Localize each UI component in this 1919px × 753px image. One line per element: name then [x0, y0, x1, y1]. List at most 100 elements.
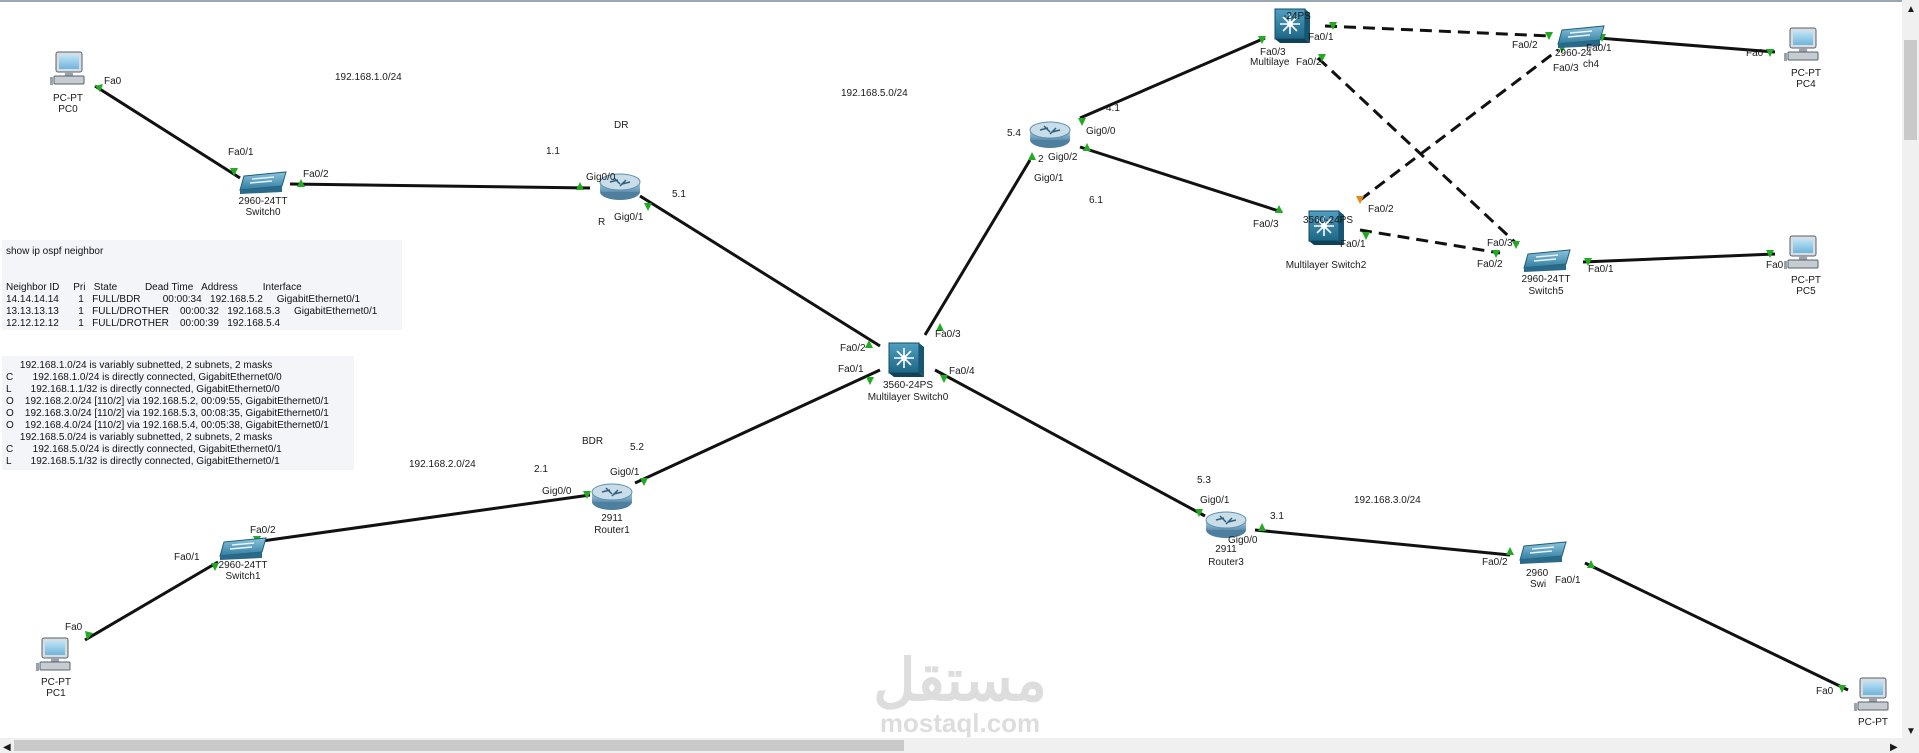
- port-label: Fa0/2: [1477, 259, 1503, 270]
- mls0-name: Multilayer Switch0: [868, 392, 949, 403]
- cable-switch1-pc1[interactable]: [84, 560, 219, 642]
- port-label: Fa0/3: [1253, 219, 1279, 230]
- switch5-name: Switch5: [1528, 286, 1563, 297]
- ospf-row: 12.12.12.12 1 FULL/DROTHER 00:00:39 192.…: [6, 318, 280, 329]
- network-label: 192.168.2.0/24: [409, 459, 476, 470]
- switch1-model: 2960-24TT: [219, 560, 268, 571]
- pc5-name: PC5: [1796, 286, 1816, 297]
- horizontal-scroll-thumb[interactable]: [14, 740, 904, 751]
- device-pc5[interactable]: PC-PT PC5: [1783, 235, 1821, 297]
- port-labels: Fa0 Fa0/1 Fa0/2 Gig0/0 Gig0/1 Fa0/2 Fa0/…: [65, 32, 1834, 697]
- cable-mls0-router3[interactable]: [934, 368, 1206, 518]
- switch5-model: 2960-24TT: [1522, 274, 1571, 285]
- cable-router2-mls1[interactable]: [1079, 36, 1266, 120]
- cable-mls0-router2[interactable]: [923, 159, 1032, 336]
- pc1-name: PC1: [46, 688, 66, 699]
- pc4-type: PC-PT: [1791, 68, 1821, 79]
- port-label: Gig0/1: [1200, 495, 1230, 506]
- cable-router2-mls2[interactable]: [1079, 145, 1283, 214]
- device-router2[interactable]: 2: [1029, 121, 1071, 165]
- route-line: C 192.168.1.0/24 is directly connected, …: [6, 372, 282, 383]
- pc5-type: PC-PT: [1791, 275, 1821, 286]
- device-pc0[interactable]: PC-PT PC0: [49, 51, 85, 115]
- scroll-left-arrow-icon[interactable]: ◀: [3, 742, 11, 753]
- device-router3[interactable]: 2911 Router3: [1205, 511, 1247, 568]
- cable-switch4-pc4[interactable]: [1597, 36, 1776, 54]
- router3-model: 2911: [1215, 544, 1237, 555]
- port-label: Fa0/1: [174, 552, 200, 563]
- device-router0[interactable]: R: [598, 173, 641, 228]
- cable-mls1-switch5[interactable]: [1316, 56, 1520, 247]
- port-label: Gig0/2: [1048, 152, 1078, 163]
- port-label: Fa0/1: [1340, 239, 1366, 250]
- ip-note: 4.1: [1106, 103, 1120, 114]
- mls2-name: Multilayer Switch2: [1286, 260, 1367, 271]
- cable-mls0-router1[interactable]: [634, 368, 881, 485]
- route-line: L 192.168.5.1/32 is directly connected, …: [6, 456, 280, 467]
- port-label: Fa0/2: [303, 169, 329, 180]
- bdr-label: BDR: [582, 436, 603, 447]
- port-label: Gig0/0: [1228, 535, 1258, 546]
- watermark-latin: mostaql.com: [880, 708, 1040, 738]
- cable-mls2-switch5[interactable]: [1359, 228, 1501, 255]
- ip-note: 6.1: [1089, 195, 1103, 206]
- route-line: L 192.168.1.1/32 is directly connected, …: [6, 384, 280, 395]
- scroll-right-arrow-icon[interactable]: ▶: [1890, 742, 1898, 753]
- port-light-orange: [1356, 196, 1364, 204]
- switch4-model: 2960-24: [1555, 48, 1592, 59]
- port-label: Fa0/4: [949, 366, 975, 377]
- trunk-cables: [1316, 24, 1559, 255]
- port-label: Gig0/0: [542, 486, 572, 497]
- pc4-name: PC4: [1796, 79, 1816, 90]
- vertical-scroll-thumb[interactable]: [1904, 40, 1917, 140]
- switch1-name: Switch1: [225, 571, 260, 582]
- mls2-model: 3560-24PS: [1303, 215, 1353, 226]
- port-label: Fa0/2: [1368, 204, 1394, 215]
- port-label: Fa0/1: [228, 147, 254, 158]
- device-mls0[interactable]: 3560-24PS Multilayer Switch0: [868, 342, 949, 403]
- route-line: O 192.168.4.0/24 [110/2] via 192.168.5.4…: [6, 420, 329, 431]
- device-pc6[interactable]: PC-PT: [1853, 677, 1889, 728]
- cable-router3-switch3[interactable]: [1254, 528, 1511, 557]
- cables: [84, 36, 1849, 692]
- cable-switch5-pc5[interactable]: [1582, 252, 1776, 264]
- ospf-row: 14.14.14.14 1 FULL/BDR 00:00:34 192.168.…: [6, 294, 361, 305]
- cable-router1-switch1[interactable]: [254, 493, 591, 544]
- cable-mls2-switch4[interactable]: [1359, 48, 1559, 202]
- port-label: Fa0/1: [1586, 43, 1612, 54]
- port-label: Fa0/1: [1588, 264, 1614, 275]
- scroll-down-arrow-icon[interactable]: ▼: [1906, 726, 1916, 737]
- device-switch3[interactable]: 2960 Swi: [1519, 541, 1567, 590]
- port-label: Fa0: [1746, 48, 1764, 59]
- device-mls2[interactable]: 3560-24PS Multilayer Switch2: [1286, 210, 1367, 271]
- router1-model: 2911: [601, 513, 623, 524]
- vertical-scrollbar[interactable]: ▲ ▼: [1902, 0, 1919, 738]
- ip-note: 2.1: [534, 464, 548, 475]
- device-router1[interactable]: 2911 Router1: [591, 483, 633, 536]
- pc1-type: PC-PT: [41, 677, 71, 688]
- cable-router0-mls0[interactable]: [639, 194, 881, 348]
- route-line: 192.168.1.0/24 is variably subnetted, 2 …: [6, 360, 272, 371]
- ospf-neighbor-panel: show ip ospf neighbor Neighbor ID Pri St…: [2, 240, 402, 330]
- horizontal-scrollbar[interactable]: ◀ ▶: [0, 738, 1919, 753]
- cable-pc0-switch0[interactable]: [94, 84, 241, 180]
- device-switch0[interactable]: 2960-24TT Switch0: [239, 171, 288, 218]
- device-switch5[interactable]: 2960-24TT Switch5: [1522, 249, 1571, 297]
- network-label: 192.168.1.0/24: [335, 72, 402, 83]
- switch3-name: Swi: [1530, 579, 1546, 590]
- port-label: Fa0/2: [1296, 57, 1322, 68]
- device-switch1[interactable]: 2960-24TT Switch1: [219, 537, 268, 582]
- dr-label: DR: [614, 120, 628, 131]
- device-pc4[interactable]: PC-PT PC4: [1783, 27, 1821, 90]
- device-switch4[interactable]: 2960-24 ch4: [1555, 25, 1605, 70]
- ip-note: 5.4: [1007, 128, 1021, 139]
- cable-switch3-pc6[interactable]: [1584, 561, 1849, 692]
- device-mls1[interactable]: -24PS Multilaye: [1250, 8, 1311, 68]
- port-label: Fa0/1: [1308, 32, 1334, 43]
- scroll-up-arrow-icon[interactable]: ▲: [1906, 4, 1916, 15]
- device-pc1[interactable]: PC-PT PC1: [35, 637, 71, 699]
- ospf-row: 13.13.13.13 1 FULL/DROTHER 00:00:32 192.…: [6, 306, 378, 317]
- network-label: 192.168.5.0/24: [841, 88, 908, 99]
- cable-switch0-router0[interactable]: [289, 182, 591, 190]
